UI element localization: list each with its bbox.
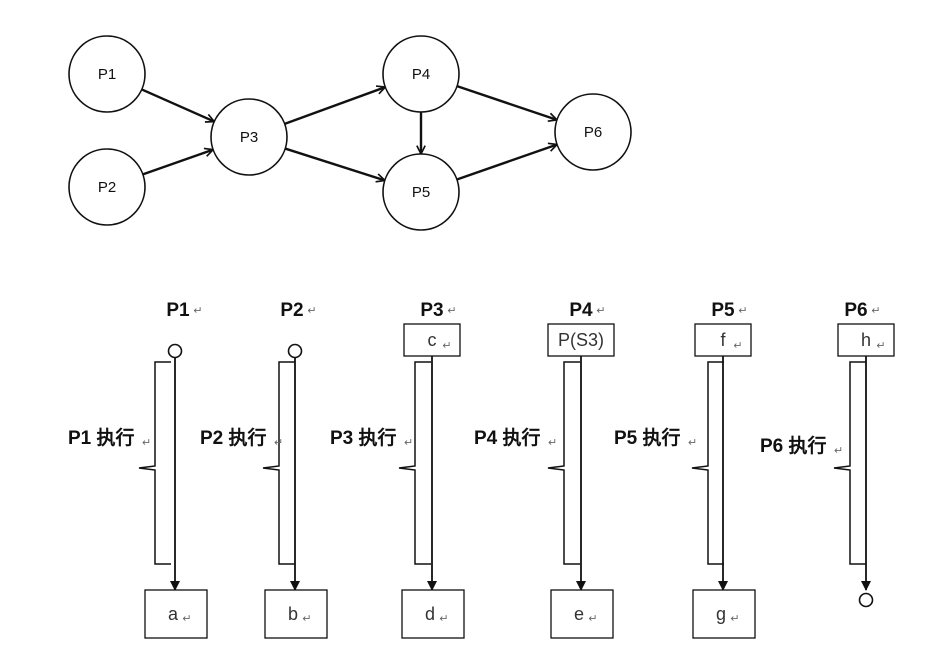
return-mark: ↵ — [447, 305, 456, 317]
graph-node-p1: P1 — [68, 35, 146, 113]
start-box — [547, 323, 615, 357]
edge-p4-p6 — [456, 85, 557, 120]
return-mark: ↵ — [876, 340, 885, 352]
return-mark: ↵ — [588, 613, 597, 625]
return-mark: ↵ — [142, 437, 151, 449]
execution-label: P1 执行 — [68, 426, 135, 449]
graph-node-label: P4 — [412, 66, 430, 83]
timeline-p6: P6 ↵ h ↵ P6 执行 ↵ — [760, 300, 895, 608]
graph-node-p6: P6 — [554, 93, 632, 171]
graph-node-circle — [68, 35, 146, 113]
process-title: P4 — [569, 300, 593, 321]
timeline-p4: P4↵P(S3)P4 执行↵e↵ — [474, 300, 615, 639]
return-mark: ↵ — [871, 305, 880, 317]
return-mark: ↵ — [548, 437, 557, 449]
end-box-text: a — [168, 604, 179, 624]
start-circle — [167, 343, 183, 359]
timeline-p5: P5↵f↵P5 执行↵g↵ — [614, 300, 756, 639]
start-box — [694, 323, 752, 357]
end-box — [144, 589, 208, 639]
start-box-text: f — [720, 330, 726, 350]
graph-node-label: P3 — [240, 129, 258, 146]
end-box — [692, 589, 756, 639]
return-mark: ↵ — [302, 613, 311, 625]
return-mark: ↵ — [439, 613, 448, 625]
execution-brace — [833, 361, 866, 565]
return-mark: ↵ — [733, 340, 742, 352]
process-timelines: P1↵P1 执行↵a↵P2↵P2 执行↵b↵P3↵c↵P3 执行↵d↵P4↵P(… — [68, 300, 895, 639]
process-title: P3 — [420, 300, 443, 321]
graph-node-label: P6 — [584, 124, 602, 141]
edge-p5-p6 — [456, 145, 557, 181]
execution-label: P6 执行 — [760, 434, 827, 457]
return-mark: ↵ — [730, 613, 739, 625]
process-title: P6 — [844, 300, 867, 321]
graph-edges — [141, 85, 557, 181]
return-mark: ↵ — [688, 437, 697, 449]
end-box-text: d — [425, 604, 435, 624]
timeline-p1: P1↵P1 执行↵a↵ — [68, 300, 208, 639]
end-box — [550, 589, 614, 639]
edge-p3-p5 — [284, 147, 385, 181]
end-box-text: g — [716, 604, 726, 624]
graph-node-label: P5 — [412, 184, 430, 201]
graph-node-circle — [382, 35, 460, 113]
graph-node-label: P1 — [98, 66, 116, 83]
timeline-p2: P2 ↵ P2 执行 ↵ b ↵ — [200, 300, 328, 639]
process-title: P5 — [711, 300, 735, 321]
edge-p2-p3 — [142, 150, 213, 176]
edge-p1-p3 — [141, 88, 215, 121]
execution-label: P5 执行 — [614, 426, 681, 449]
return-mark: ↵ — [738, 305, 747, 317]
start-box-text: P(S3) — [558, 330, 604, 350]
execution-brace — [547, 361, 580, 565]
graph-node-circle — [210, 98, 288, 176]
start-box — [403, 323, 461, 357]
graph-node-p4: P4 — [382, 35, 460, 113]
return-mark: ↵ — [193, 305, 202, 317]
end-box — [401, 589, 465, 639]
execution-label: P2 执行 — [200, 426, 267, 449]
start-box-text: c — [428, 330, 437, 350]
return-mark: ↵ — [834, 445, 843, 457]
end-box-text: b — [288, 604, 298, 624]
graph-node-p3: P3 — [210, 98, 288, 176]
return-mark: ↵ — [596, 305, 605, 317]
return-mark: ↵ — [274, 437, 283, 449]
start-box-text: h — [861, 330, 871, 350]
execution-brace — [691, 361, 724, 565]
end-box — [264, 589, 328, 639]
end-circle — [858, 592, 874, 608]
graph-node-circle — [382, 153, 460, 231]
graph-node-p2: P2 — [68, 148, 146, 226]
execution-brace — [138, 361, 171, 565]
graph-node-circle — [554, 93, 632, 171]
edge-p3-p4 — [284, 87, 386, 126]
return-mark: ↵ — [182, 613, 191, 625]
process-title: P2 — [280, 300, 303, 321]
end-box-text: e — [574, 604, 584, 624]
execution-label: P3 执行 — [330, 426, 397, 449]
execution-label: P4 执行 — [474, 426, 541, 449]
return-mark: ↵ — [404, 437, 413, 449]
execution-brace — [262, 361, 295, 565]
start-circle — [287, 343, 303, 359]
return-mark: ↵ — [307, 305, 316, 317]
return-mark: ↵ — [442, 340, 451, 352]
process-title: P1 — [166, 300, 190, 321]
timeline-p3: P3 ↵ c ↵ P3 执行 ↵ d ↵ — [330, 300, 465, 639]
graph-node-circle — [68, 148, 146, 226]
graph-node-p5: P5 — [382, 153, 460, 231]
execution-brace — [398, 361, 431, 565]
graph-node-label: P2 — [98, 179, 116, 196]
